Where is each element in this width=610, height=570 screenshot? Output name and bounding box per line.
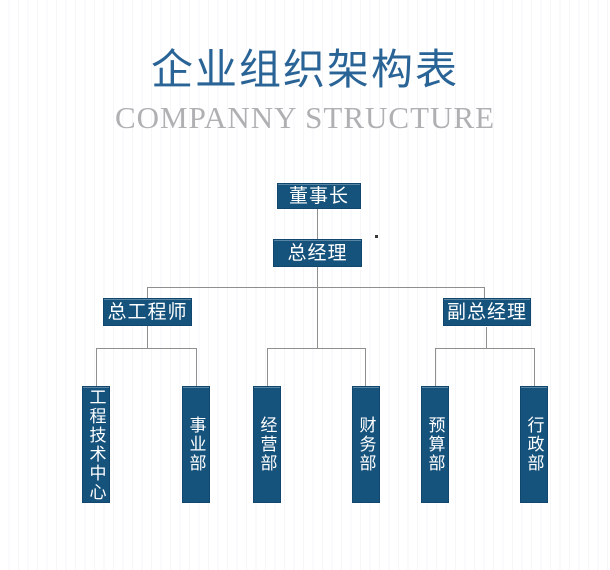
page-subtitle: COMPANNY STRUCTURE xyxy=(114,100,496,135)
node-finance-department: 财务部 xyxy=(352,386,380,503)
node-engineering-technology-center: 工程技术中心 xyxy=(82,386,110,503)
node-deputy-general-manager: 副总经理 xyxy=(443,298,531,326)
node-administration-department: 行政部 xyxy=(520,386,548,503)
page-title: 企业组织架构表 xyxy=(150,48,459,94)
node-label: 工程技术中心 xyxy=(86,387,106,502)
node-chairman: 董事长 xyxy=(277,183,361,209)
node-operations-department: 经营部 xyxy=(253,386,281,503)
node-general-manager: 总经理 xyxy=(273,239,362,267)
node-business-division: 事业部 xyxy=(182,386,210,503)
node-label: 经营部 xyxy=(257,416,277,473)
node-label: 财务部 xyxy=(356,416,376,473)
stray-dot-mark xyxy=(375,235,378,238)
node-chief-engineer: 总工程师 xyxy=(103,298,192,326)
node-label: 事业部 xyxy=(186,416,206,473)
node-label: 行政部 xyxy=(524,416,544,473)
node-label: 预算部 xyxy=(425,416,445,473)
node-budget-department: 预算部 xyxy=(421,386,449,503)
